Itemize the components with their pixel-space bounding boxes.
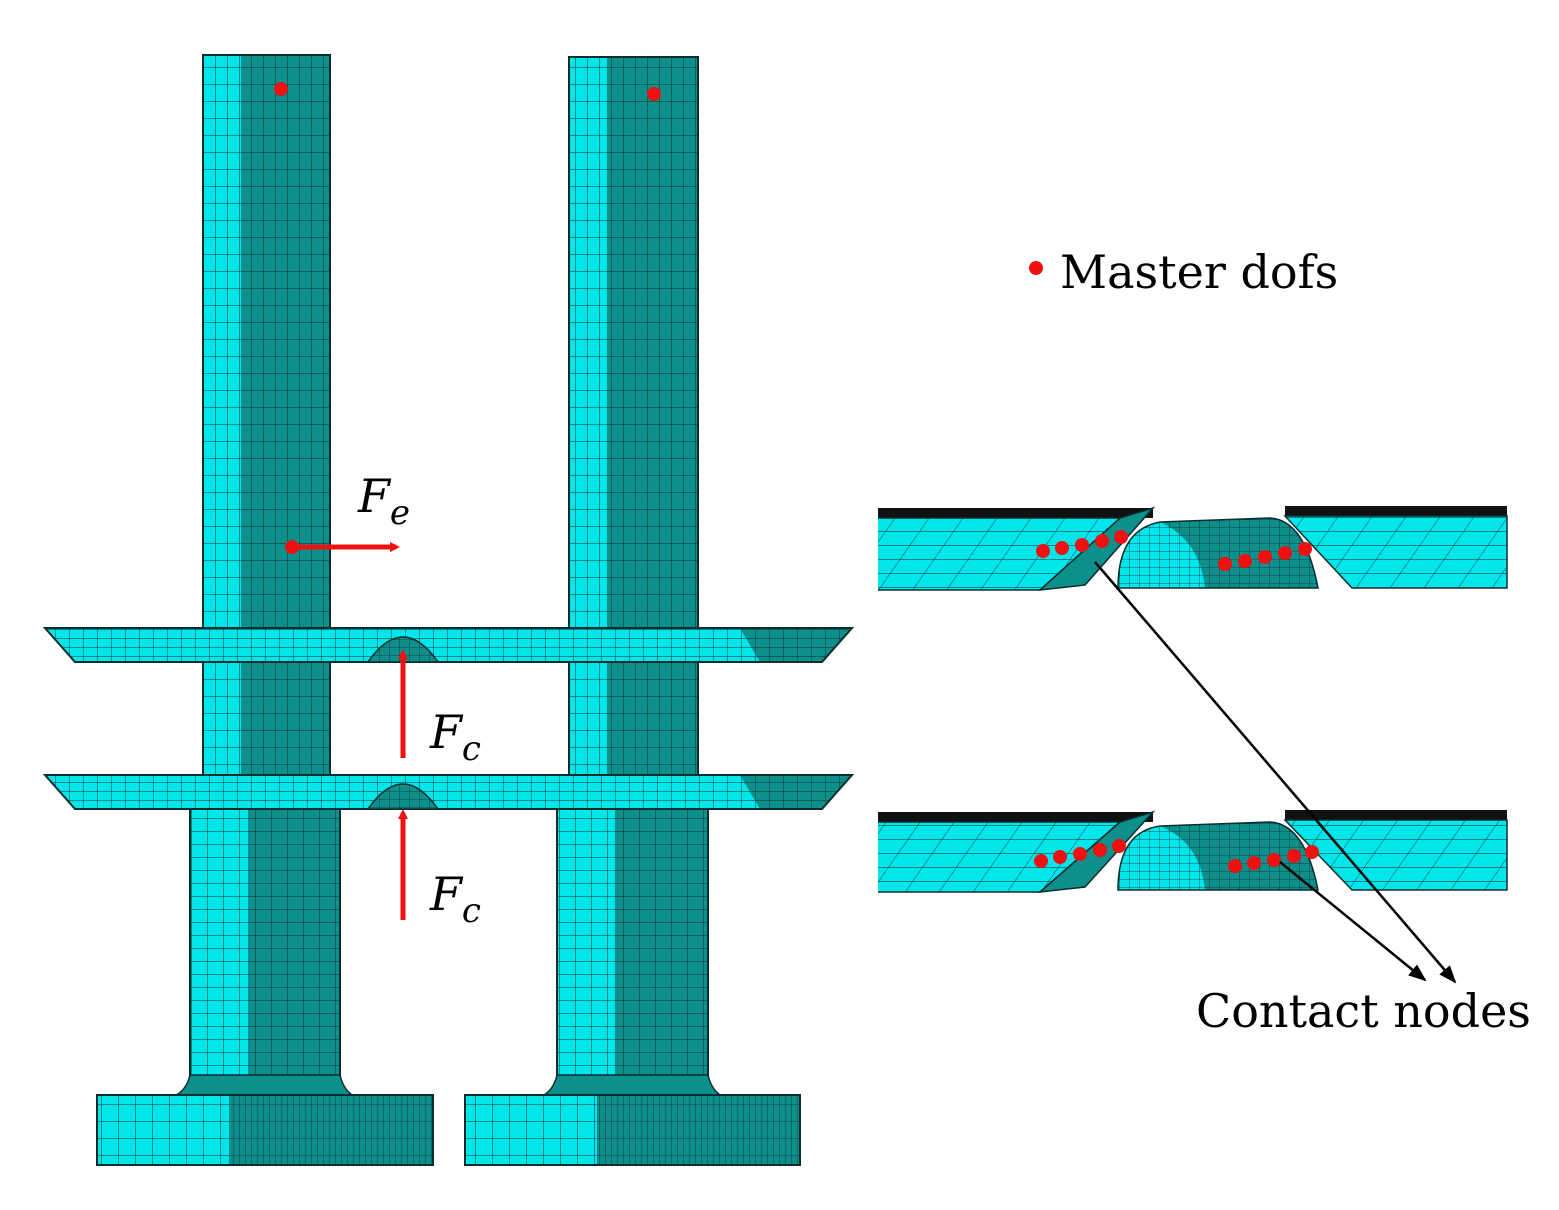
leader-line-upper — [1094, 561, 1457, 984]
master-dof-marker-right-tip — [647, 87, 661, 101]
contact-detail-lower — [878, 810, 1508, 894]
left-blade — [96, 54, 434, 1166]
leader-line-lower — [1279, 861, 1427, 982]
contact-nodes-label: Contact nodes — [1196, 984, 1531, 1038]
excitation-force-label: Fe — [357, 469, 410, 533]
upper-shroud-plate — [42, 627, 855, 663]
contact-node-markers-upper-left — [1036, 530, 1128, 558]
contact-node-markers-lower-right — [1228, 845, 1319, 873]
lower-shroud-plate — [42, 774, 855, 810]
contact-detail-upper — [878, 506, 1508, 592]
legend-master-dofs-label: Master dofs — [1060, 245, 1338, 299]
contact-node-markers-upper-right — [1218, 542, 1312, 571]
contact-node-markers-lower-left — [1034, 839, 1126, 868]
contact-force-label-upper: Fc — [429, 705, 481, 769]
master-dof-marker-left-tip — [274, 82, 288, 96]
legend-marker-icon — [1029, 261, 1043, 275]
right-blade — [464, 56, 801, 1166]
contact-force-label-lower: Fc — [429, 867, 481, 931]
legend: Master dofs — [1029, 245, 1338, 299]
